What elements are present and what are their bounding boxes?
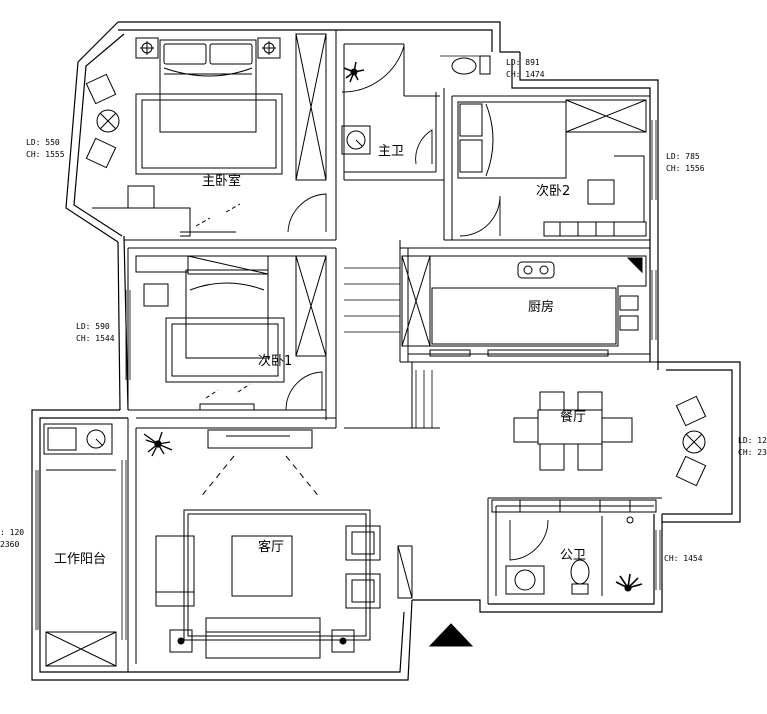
label-master-bedroom: 主卧室 xyxy=(202,174,242,189)
dim-public-bath-ch: CH: 1454 xyxy=(664,554,703,563)
dim-bath-ld: LD: 891 xyxy=(506,58,540,67)
dim-dining-ch: CH: 23 xyxy=(738,448,767,457)
master-armchairs xyxy=(85,73,120,169)
windows xyxy=(35,55,661,640)
master-bath-fixtures xyxy=(341,55,491,155)
dining-furniture xyxy=(513,391,707,487)
wardrobe-master xyxy=(295,33,327,181)
plant-icon xyxy=(143,431,173,457)
dim-master-ld: LD: 550 xyxy=(26,138,60,147)
label-public-bath: 公卫 xyxy=(560,548,587,563)
corridor-steps xyxy=(344,267,433,428)
dim-bed2-ld: LD: 785 xyxy=(666,152,700,161)
public-bath-fixtures xyxy=(491,499,657,595)
nightstands-master xyxy=(135,37,281,59)
label-kitchen: 厨房 xyxy=(528,300,555,315)
dim-master-ch: CH: 1555 xyxy=(26,150,65,159)
bedroom1-furniture xyxy=(135,255,327,411)
master-desk xyxy=(92,185,241,237)
label-bedroom2: 次卧2 xyxy=(536,184,571,199)
label-living: 客厅 xyxy=(258,540,285,555)
kitchen-fixtures xyxy=(401,255,647,357)
label-dining: 餐厅 xyxy=(560,410,587,425)
dim-bed2-ch: CH: 1556 xyxy=(666,164,705,173)
label-master-bath: 主卫 xyxy=(378,144,405,159)
outer-walls xyxy=(31,21,741,681)
master-bed xyxy=(135,39,283,175)
bedroom2-furniture xyxy=(457,99,647,237)
dim-balcony-a: : 120 xyxy=(0,528,25,537)
label-bedroom1: 次卧1 xyxy=(258,354,293,369)
dim-bath-ch: CH: 1474 xyxy=(506,70,545,79)
label-work-balcony: 工作阳台 xyxy=(54,552,107,567)
living-furniture xyxy=(155,429,474,659)
dim-bed1-ld: LD: 590 xyxy=(76,322,110,331)
doors xyxy=(285,45,549,561)
dim-bed1-ch: CH: 1544 xyxy=(76,334,115,343)
dim-dining-ld: LD: 12 xyxy=(738,436,767,445)
balcony-fixtures xyxy=(43,423,117,667)
dim-balcony-b: 2360 xyxy=(0,540,20,549)
